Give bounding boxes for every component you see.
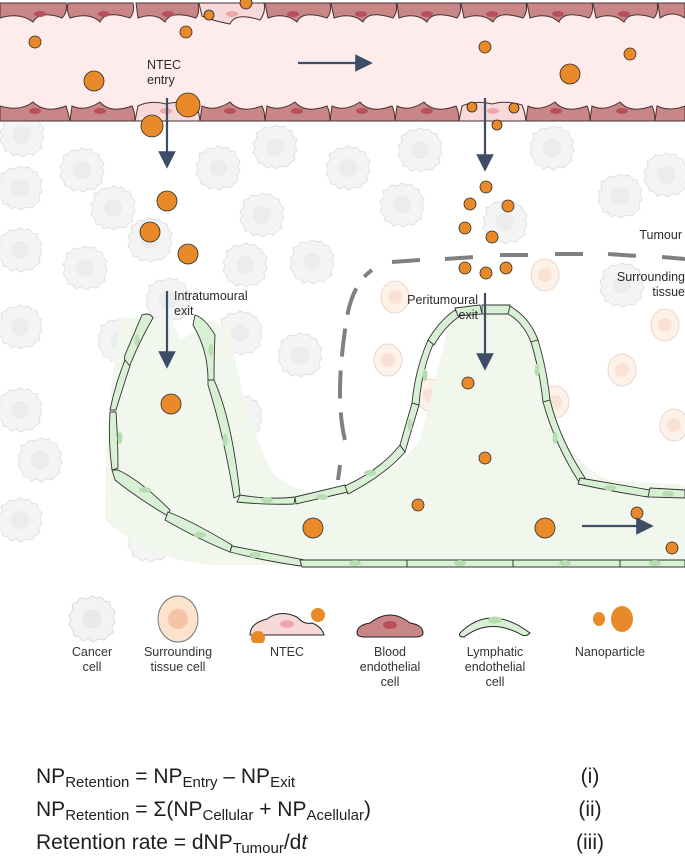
equation-number-i: (i) <box>580 765 600 788</box>
equation-iii: Retention rate = dNPTumour/dt <box>36 831 308 857</box>
equation-number-iii: (iii) <box>576 831 604 854</box>
legend-item-nanoparticle: Nanoparticle <box>555 595 665 659</box>
nanoparticle-icon <box>593 606 633 632</box>
label-surrounding-tissue: Surrounding tissue <box>616 270 685 299</box>
blood-endothelial-cell-icon <box>356 614 424 638</box>
equation-i: NPRetention = NPEntry – NPExit <box>36 765 296 791</box>
label-peritumoural-exit: Peritumoural exit <box>407 293 478 322</box>
equation-number-ii: (ii) <box>578 798 602 821</box>
ntec-icon <box>249 608 325 645</box>
diagram-scene <box>0 0 685 568</box>
surrounding-tissue-cell-icon <box>157 595 199 643</box>
label-tumour: Tumour <box>639 228 682 242</box>
lymphatic-vessel <box>105 304 685 568</box>
lymphatic-endothelial-cell-icon <box>459 616 531 638</box>
label-ntec-entry: NTEC entry <box>147 58 182 87</box>
flow-arrows <box>158 54 654 535</box>
legend-item-ntec: NTEC <box>232 595 342 659</box>
equation-ii: NPRetention = Σ(NPCellular + NPAcellular… <box>36 798 371 824</box>
tumour-boundary <box>336 252 685 481</box>
label-intratumoural-exit: Intratumoural exit <box>174 289 248 318</box>
blood-vessel <box>0 0 685 131</box>
nanoparticles <box>28 25 679 555</box>
